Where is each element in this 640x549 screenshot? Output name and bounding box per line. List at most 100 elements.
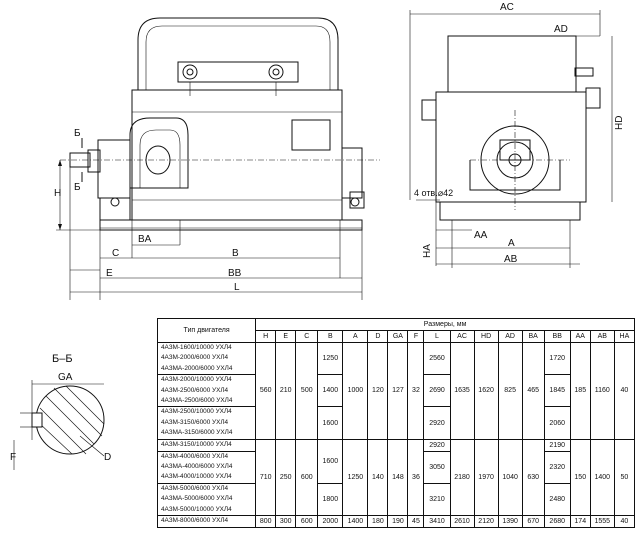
cell: 150 <box>569 438 591 517</box>
side-view <box>56 17 380 300</box>
cell: 2610 <box>449 515 475 529</box>
cell: 710 <box>255 438 277 517</box>
cell: 1040 <box>497 438 523 517</box>
cell: 1970 <box>473 438 499 517</box>
column-header: H <box>255 330 277 343</box>
cell: 300 <box>275 515 297 529</box>
cell: 1600 <box>317 438 344 484</box>
cell: 2680 <box>543 515 571 529</box>
cell: 600 <box>295 515 319 529</box>
column-header: E <box>275 330 297 343</box>
cell: 120 <box>367 342 389 440</box>
cell: 1720 <box>543 341 571 376</box>
cell: 2180 <box>449 438 475 517</box>
cell: 40 <box>613 342 636 440</box>
end-view <box>409 10 613 268</box>
cell: 40 <box>613 515 636 529</box>
dim-label-hd: HD <box>614 116 625 130</box>
cell: 1620 <box>473 342 499 440</box>
cell: 50 <box>613 438 636 517</box>
column-header: AC <box>449 330 475 343</box>
cell: 630 <box>521 438 545 517</box>
cell: 148 <box>387 438 409 517</box>
dim-label-d: D <box>104 452 111 463</box>
cell: 2480 <box>543 482 571 517</box>
dim-label-b: B <box>232 248 239 259</box>
column-header: A <box>342 330 369 343</box>
column-header: D <box>367 330 389 343</box>
cell: 1000 <box>342 342 369 440</box>
cell: 2190 <box>543 438 571 452</box>
sizes-header: Размеры, мм <box>255 318 635 331</box>
column-header: GA <box>387 330 409 343</box>
dim-label-aa: AA <box>474 230 488 241</box>
cell: 560 <box>255 342 277 440</box>
cell: 2920 <box>423 438 451 452</box>
cell: 2690 <box>423 374 451 408</box>
column-header: AA <box>569 330 591 343</box>
cell: 1250 <box>317 341 344 376</box>
cell: 185 <box>569 342 591 440</box>
column-header: AB <box>589 330 615 343</box>
cell: 1400 <box>589 438 615 517</box>
cell: 800 <box>255 515 277 529</box>
cell: 1400 <box>317 374 344 408</box>
cell: 140 <box>367 438 389 517</box>
dim-label-ba: BA <box>138 234 152 245</box>
section-marker-top: Б <box>74 128 81 139</box>
type-header: Тип двигателя <box>156 318 257 343</box>
column-header: B <box>317 330 344 343</box>
column-header: BA <box>521 330 545 343</box>
type-cell-last: 4АЗМ-8000/6000 УХЛ4 <box>156 515 257 529</box>
section-marker-bottom: Б <box>74 182 81 193</box>
cell: 250 <box>275 438 297 517</box>
cell: 1635 <box>449 342 475 440</box>
column-header: AD <box>497 330 523 343</box>
dim-label-ga: GA <box>58 372 73 383</box>
column-header: F <box>407 330 425 343</box>
cell: 670 <box>521 515 545 529</box>
column-header: L <box>423 330 451 343</box>
cell: 45 <box>407 515 425 529</box>
dim-label-ad: AD <box>554 24 568 35</box>
cell: 127 <box>387 342 409 440</box>
cell: 1390 <box>497 515 523 529</box>
cell: 210 <box>275 342 297 440</box>
dim-label-l: L <box>234 282 240 293</box>
cell: 825 <box>497 342 523 440</box>
cell: 2060 <box>543 406 571 440</box>
cell: 1160 <box>589 342 615 440</box>
dim-label-e: E <box>106 268 113 279</box>
cell: 465 <box>521 342 545 440</box>
cell: 2120 <box>473 515 499 529</box>
cell: 174 <box>569 515 591 529</box>
cell: 1600 <box>317 406 344 440</box>
cell: 180 <box>367 515 389 529</box>
column-header: HD <box>473 330 499 343</box>
cell: 190 <box>387 515 409 529</box>
cell: 2320 <box>543 450 571 484</box>
type-cell-g2a: 4АЗМ-3150/10000 УХЛ4 <box>156 438 257 452</box>
cell: 3050 <box>423 450 451 484</box>
holes-note: 4 отв.⌀42 <box>414 188 453 198</box>
cell: 3210 <box>423 482 451 517</box>
dim-label-c: C <box>112 248 119 259</box>
section-bb <box>13 380 105 470</box>
cell: 1250 <box>342 438 369 517</box>
dim-label-ha: HA <box>422 244 433 258</box>
cell: 36 <box>407 438 425 517</box>
column-header: C <box>295 330 319 343</box>
section-title: Б–Б <box>52 353 73 365</box>
cell: 2000 <box>317 515 344 529</box>
cell: 2920 <box>423 406 451 440</box>
cell: 3410 <box>423 515 451 529</box>
dim-label-ac: AC <box>500 2 514 13</box>
cell: 1555 <box>589 515 615 529</box>
cell: 2560 <box>423 341 451 376</box>
cell: 32 <box>407 342 425 440</box>
